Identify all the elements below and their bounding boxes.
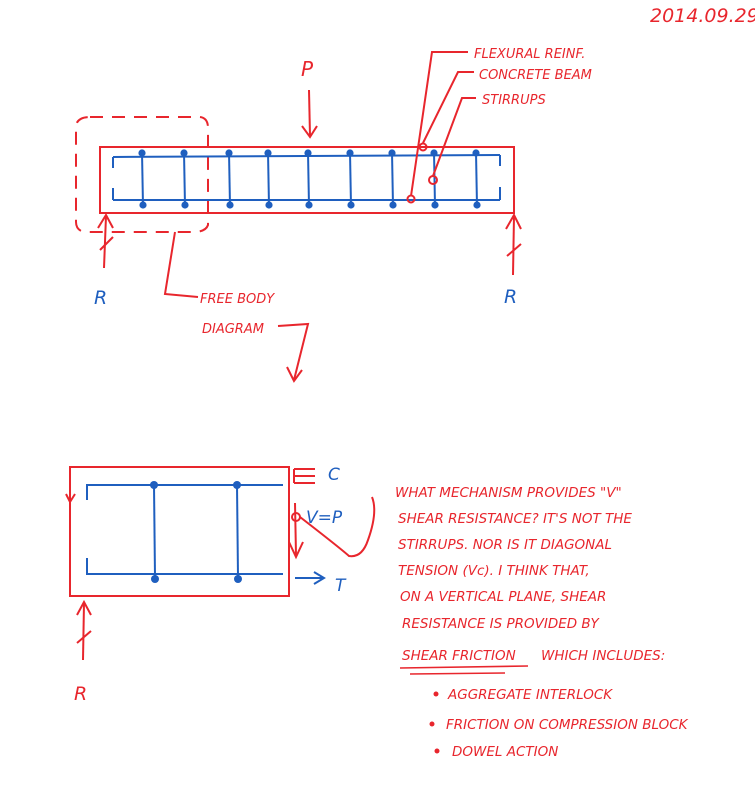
right-reaction-label: R (504, 286, 517, 308)
bullet-aggregate-interlock: AGGREGATE INTERLOCK (447, 687, 613, 703)
stirrup-3 (228, 151, 231, 207)
stirrup-5-top-dot (304, 149, 312, 157)
bottom-reaction-arrow (76, 599, 92, 661)
left-edge-tick (65, 493, 76, 505)
stirrup-9-top-dot (472, 149, 480, 157)
bottom-free-body-diagram: C V=P T R (65, 465, 376, 705)
stirrup-6 (349, 151, 352, 207)
top-beam-diagram: P (75, 47, 592, 383)
bullet-friction-compression: FRICTION ON COMPRESSION BLOCK (446, 717, 689, 733)
free-body-outline (69, 466, 290, 597)
stirrup-4 (267, 151, 270, 207)
compression-arrow (293, 468, 315, 484)
concrete-beam-label: CONCRETE BEAM (479, 68, 592, 83)
handwritten-note: WHAT MECHANISM PROVIDES "V" SHEAR RESIST… (395, 485, 689, 760)
stirrup-7-top-dot (388, 149, 396, 157)
load-arrow (301, 89, 318, 139)
stirrup-8 (433, 151, 436, 207)
stirrup-8-bottom-dot (431, 201, 439, 209)
top-rebar (112, 154, 501, 168)
stirrup-5 (307, 151, 310, 207)
stirrup-2 (183, 151, 186, 207)
note-underline (399, 665, 529, 675)
note-line-6: RESISTANCE IS PROVIDED BY (402, 616, 600, 632)
bottom-reaction-label: R (74, 683, 87, 705)
callout-leaders (410, 51, 476, 197)
stirrup-7 (391, 151, 394, 207)
stirrups-label: STIRRUPS (482, 93, 546, 108)
shear-label: V=P (306, 508, 343, 528)
stirrup-1-bottom-dot (139, 201, 147, 209)
bullet-dowel-action: DOWEL ACTION (452, 744, 558, 760)
stirrup-5-bottom-dot (305, 201, 313, 209)
tension-arrow (295, 571, 326, 585)
stirrup-9-bottom-dot (473, 201, 481, 209)
compression-label: C (328, 465, 340, 485)
free-body-leader (163, 231, 310, 383)
stirrup-4-bottom-dot (265, 201, 273, 209)
free-body-label-line1: FREE BODY (200, 292, 275, 307)
date-label: 2014.09.29 (650, 5, 755, 27)
stirrup-3-bottom-dot (226, 201, 234, 209)
load-label: P (301, 57, 314, 81)
bottom-rebar (112, 187, 501, 201)
stirrup-2-bottom-dot (181, 201, 189, 209)
free-body-label-line2: DIAGRAM (202, 322, 264, 337)
stirrup-8-top-dot (430, 149, 438, 157)
free-body-rebar-dots (150, 481, 242, 583)
stirrup-6-bottom-dot (347, 201, 355, 209)
note-bullets (429, 691, 440, 754)
stirrup-1-top-dot (138, 149, 146, 157)
concrete-beam-outline (99, 146, 515, 214)
note-line-3: STIRRUPS. NOR IS IT DIAGONAL (398, 537, 612, 553)
stirrup-3-top-dot (225, 149, 233, 157)
stirrup-6-top-dot (346, 149, 354, 157)
note-line-1: WHAT MECHANISM PROVIDES "V" (395, 485, 622, 501)
note-line-7-rest: WHICH INCLUDES: (541, 648, 665, 664)
stirrup-1 (141, 151, 144, 207)
note-line-2: SHEAR RESISTANCE? IT'S NOT THE (398, 511, 632, 527)
flexural-reinf-label: FLEXURAL REINF. (474, 47, 585, 62)
left-reaction-label: R (94, 287, 107, 309)
stirrup-9 (475, 151, 478, 207)
stirrup-2-top-dot (180, 149, 188, 157)
free-body-rebar (86, 484, 283, 578)
stirrup-7-bottom-dot (389, 201, 397, 209)
left-support-arrow (97, 212, 114, 269)
shear-arrow (288, 496, 376, 560)
note-underlined-text: SHEAR FRICTION (402, 648, 516, 664)
tension-label: T (335, 576, 347, 596)
note-line-4: TENSION (Vc). I THINK THAT, (398, 563, 590, 579)
stirrup-4-top-dot (264, 149, 272, 157)
stirrup-group (138, 149, 481, 209)
free-body-dashed-box (75, 116, 209, 233)
right-support-arrow (505, 212, 522, 276)
note-line-5: ON A VERTICAL PLANE, SHEAR (400, 589, 606, 605)
